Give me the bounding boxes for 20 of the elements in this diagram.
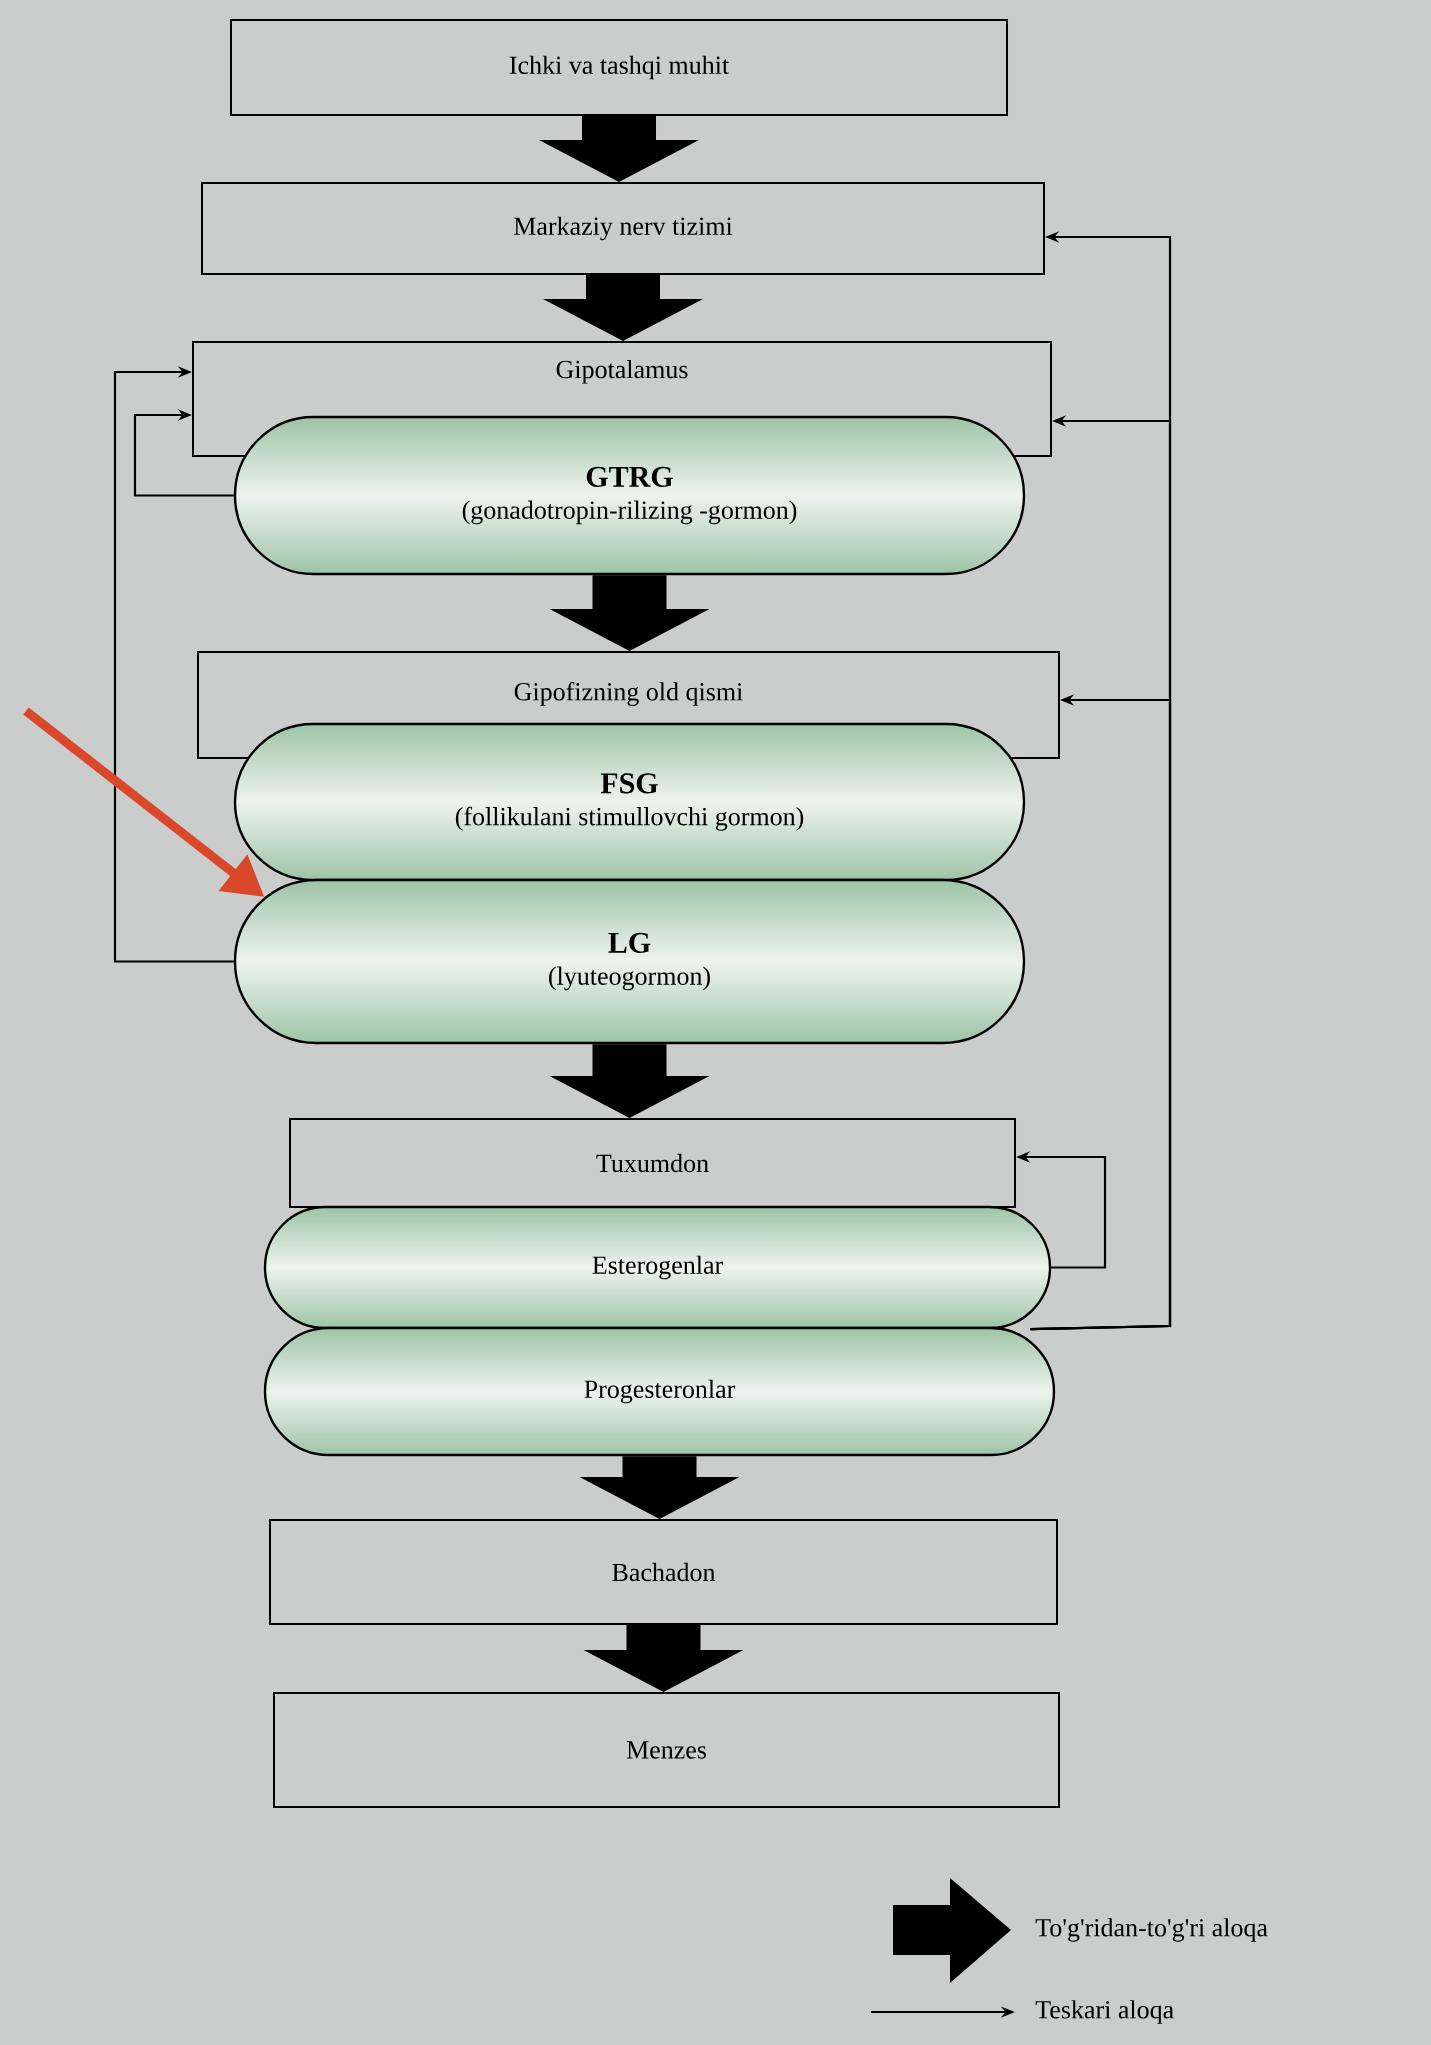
process-box: Ichki va tashqi muhit xyxy=(230,19,1008,116)
block-arrow xyxy=(549,575,710,651)
process-box: Markaziy nerv tizimi xyxy=(201,182,1045,275)
hormone-capsule: GTRG (gonadotropin-rilizing -gormon) xyxy=(233,415,1026,576)
block-arrow xyxy=(543,275,703,341)
hormone-capsule: FSG (follikulani stimullovchi gormon) xyxy=(233,722,1026,882)
block-arrow xyxy=(539,116,699,182)
legend-label: Teskari aloqa xyxy=(1035,2000,1174,2024)
process-box: Tuxumdon xyxy=(289,1118,1016,1208)
process-box: Menzes xyxy=(273,1692,1060,1808)
feedback-arrow xyxy=(133,409,234,497)
hormone-capsule: Esterogenlar xyxy=(263,1205,1052,1330)
block-arrow xyxy=(549,1044,710,1118)
feedback-arrow xyxy=(113,366,234,963)
legend-label: To'g'ridan-to'g'ri aloqa xyxy=(1035,1918,1268,1942)
process-box: Bachadon xyxy=(269,1519,1058,1625)
block-arrow xyxy=(579,1456,740,1519)
hormone-capsule: LG (lyuteogormon) xyxy=(233,878,1026,1045)
block-arrow xyxy=(583,1625,744,1692)
hormone-capsule: Progesteronlar xyxy=(263,1326,1056,1457)
